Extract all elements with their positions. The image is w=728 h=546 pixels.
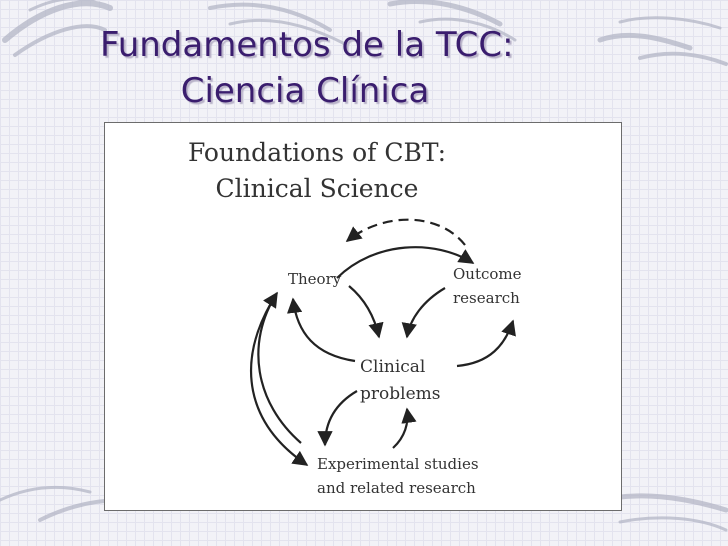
diagram-heading-line2: Clinical Science	[216, 174, 419, 203]
arrow-theory-to-outcome	[336, 246, 475, 279]
slide-title: Fundamentos de la TCC: Ciencia Clínica	[100, 22, 514, 114]
arrow-outcome-to-clinical	[401, 287, 446, 339]
diagram-heading-line1: Foundations of CBT:	[188, 138, 446, 167]
node-theory: Theory	[288, 270, 342, 288]
arrow-clinical-to-outcome	[456, 319, 516, 368]
slide-title-line2: Ciencia Clínica	[180, 71, 430, 111]
node-outcome-line1: Outcome	[453, 265, 522, 283]
slide-title-line1: Fundamentos de la TCC:	[100, 25, 514, 65]
cbt-diagram: Foundations of CBT: Clinical Science The…	[188, 138, 522, 497]
node-clinical-line2: problems	[360, 384, 440, 404]
arrow-experimental-to-clinical	[392, 407, 417, 449]
diagram-panel: Foundations of CBT: Clinical Science The…	[104, 122, 622, 511]
arrow-outcome-to-theory	[345, 218, 466, 246]
node-experimental-line2: and related research	[317, 479, 476, 497]
arrow-clinical-to-theory	[286, 297, 356, 363]
node-experimental-line1: Experimental studies	[317, 455, 479, 473]
arrow-clinical-to-experimental	[317, 390, 358, 447]
arrow-theory-to-clinical	[348, 285, 384, 339]
arrow-theory-to-experimental	[250, 302, 309, 466]
node-clinical-line1: Clinical	[360, 357, 425, 377]
node-outcome-line2: research	[453, 289, 520, 307]
